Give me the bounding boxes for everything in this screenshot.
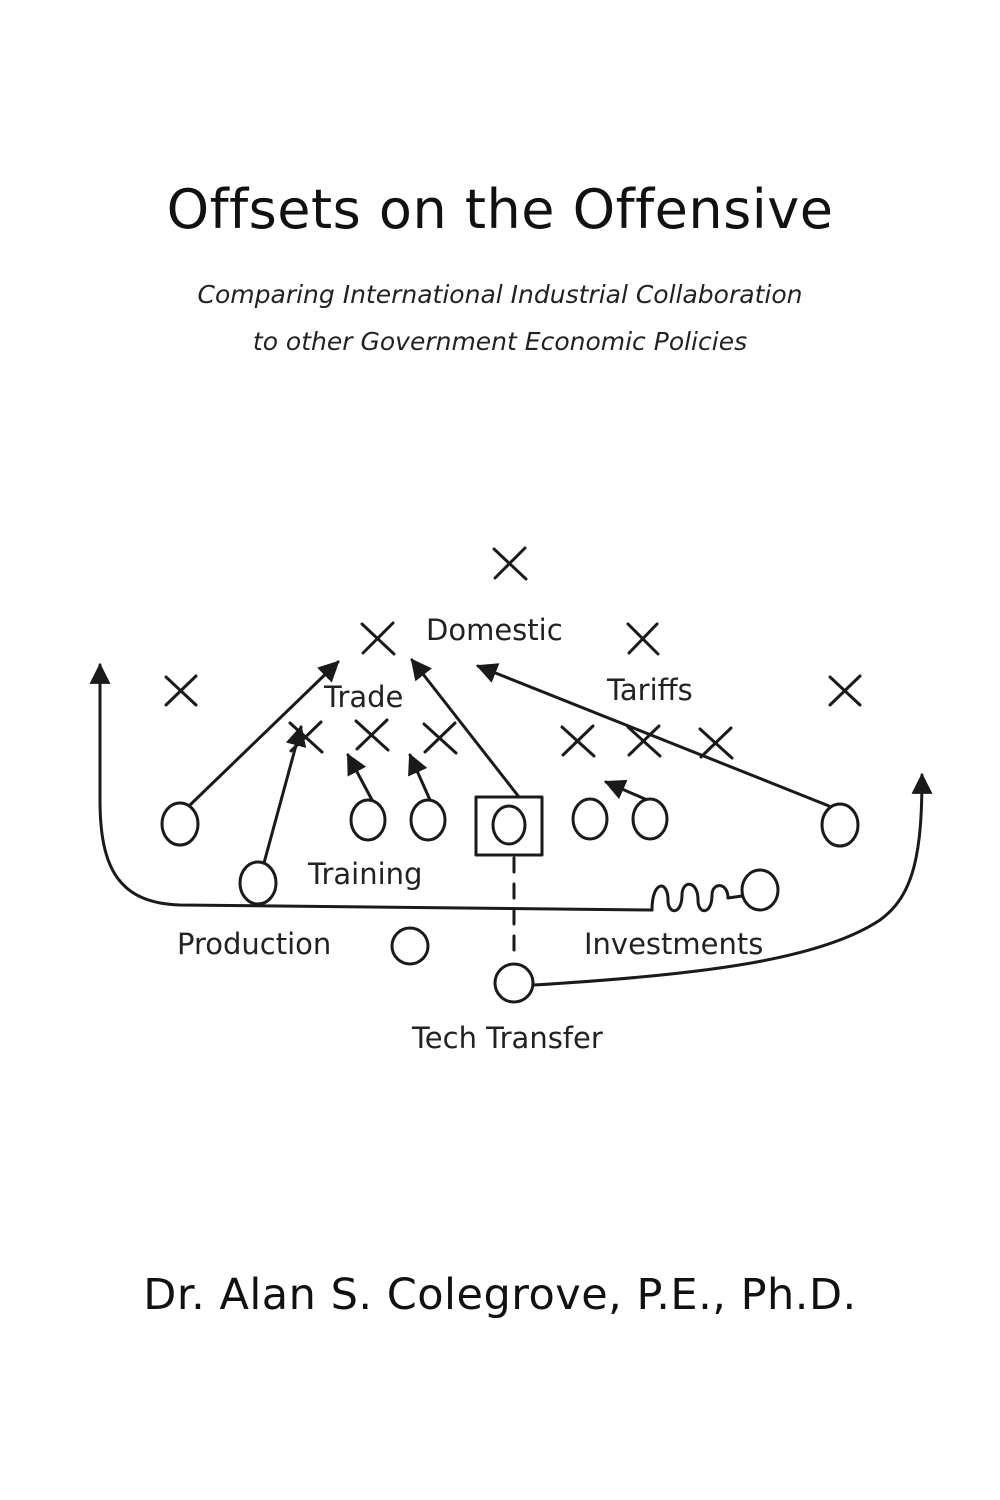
route-arrow bbox=[262, 724, 307, 865]
x-mark bbox=[354, 718, 390, 752]
x-mark bbox=[560, 724, 596, 758]
x-mark bbox=[164, 674, 198, 707]
label-tech-transfer: Tech Transfer bbox=[411, 1021, 603, 1055]
x-mark bbox=[698, 726, 734, 760]
o-mark bbox=[238, 860, 278, 906]
o-mark bbox=[740, 868, 780, 912]
tech-transfer-arrow bbox=[532, 772, 933, 987]
label-investments: Investments bbox=[584, 927, 763, 961]
center-box bbox=[474, 795, 544, 857]
o-mark bbox=[409, 798, 447, 842]
offense-o-marks bbox=[160, 795, 860, 1004]
route-arrows bbox=[89, 658, 933, 987]
author-name: Dr. Alan S. Colegrove, P.E., Ph.D. bbox=[143, 1270, 857, 1320]
book-title: Offsets on the Offensive bbox=[166, 178, 834, 241]
label-production: Production bbox=[177, 927, 331, 961]
o-mark bbox=[493, 962, 535, 1004]
route-arrow bbox=[410, 658, 521, 799]
defense-x-marks bbox=[164, 546, 862, 760]
o-mark bbox=[571, 797, 609, 841]
o-mark bbox=[390, 926, 430, 966]
x-mark bbox=[626, 622, 660, 656]
x-mark bbox=[360, 621, 396, 656]
o-mark bbox=[631, 797, 669, 841]
o-mark bbox=[160, 801, 200, 847]
label-tariffs: Tariffs bbox=[606, 673, 693, 707]
production-sweep-arrow bbox=[89, 662, 654, 912]
x-mark bbox=[828, 674, 862, 707]
route-arrow bbox=[346, 753, 374, 802]
subtitle-line-1: Comparing International Industrial Colla… bbox=[197, 280, 803, 309]
x-mark bbox=[422, 721, 458, 755]
x-mark bbox=[492, 546, 528, 581]
route-arrow bbox=[476, 663, 831, 808]
motion-squiggle bbox=[650, 882, 744, 913]
route-arrow bbox=[188, 660, 340, 807]
label-trade: Trade bbox=[323, 680, 403, 714]
o-mark bbox=[491, 804, 527, 846]
subtitle-line-2: to other Government Economic Policies bbox=[252, 327, 748, 356]
route-arrow bbox=[604, 779, 647, 801]
diagram-labels: Domestic Trade Tariffs Training Producti… bbox=[177, 613, 763, 1055]
x-mark bbox=[626, 724, 662, 758]
label-domestic: Domestic bbox=[426, 613, 563, 647]
route-arrow bbox=[408, 753, 432, 802]
o-mark bbox=[349, 798, 387, 842]
o-mark bbox=[820, 802, 860, 848]
label-training: Training bbox=[307, 857, 422, 891]
